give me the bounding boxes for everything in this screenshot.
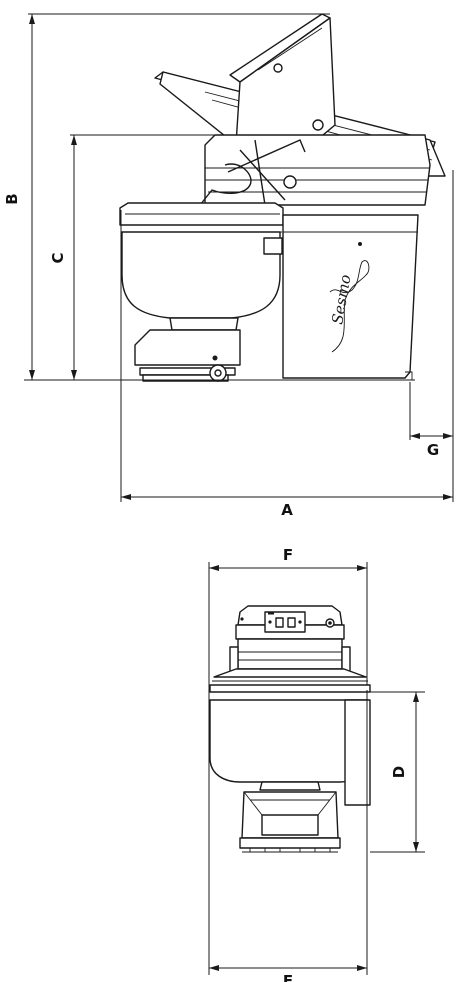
dimension-d — [368, 691, 425, 853]
bowl-rim-front — [209, 668, 371, 693]
dimension-c — [70, 134, 215, 380]
label-d: D — [390, 766, 408, 778]
label-e: E — [283, 972, 293, 982]
brand-logo-stroke — [329, 260, 370, 353]
label-b: B — [3, 193, 21, 204]
label-g: G — [427, 441, 439, 459]
front-view: F — [208, 546, 425, 982]
control-button-left — [275, 617, 284, 628]
dimension-g — [409, 170, 454, 440]
label-a: A — [281, 501, 293, 519]
tilted-lid — [154, 13, 446, 177]
dimension-b — [28, 13, 330, 380]
mixer-head — [204, 134, 431, 206]
side-view: Sesmo B C — [3, 13, 454, 519]
head-top-front — [235, 605, 345, 670]
machine-body: Sesmo — [263, 214, 419, 379]
dimension-e — [208, 690, 368, 975]
bowl — [119, 202, 284, 319]
label-c: C — [49, 252, 67, 263]
bowl-front — [209, 699, 371, 806]
body-column-side — [344, 699, 371, 806]
dimension-f — [208, 562, 368, 690]
kneading-hook — [199, 139, 306, 206]
control-button-right — [287, 617, 296, 628]
dimension-a — [120, 210, 454, 502]
base-front — [239, 781, 341, 853]
label-f: F — [283, 546, 293, 564]
